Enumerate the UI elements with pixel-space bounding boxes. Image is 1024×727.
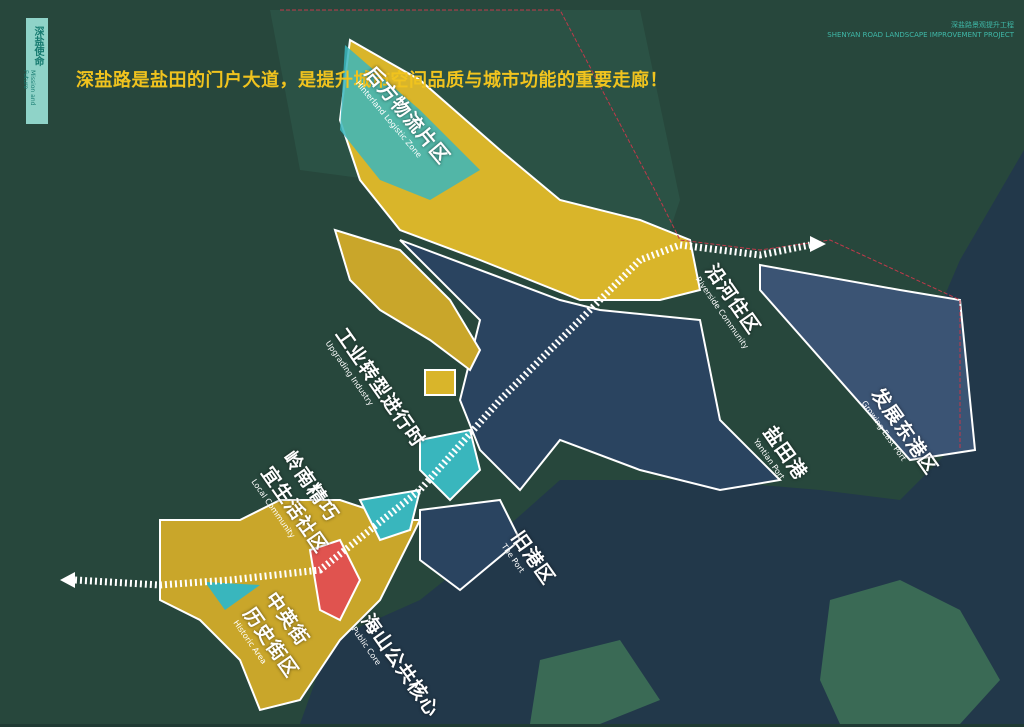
arrow-east-icon xyxy=(810,236,826,252)
zone-teal-node xyxy=(419,428,482,502)
section-tab-title: 深盐使命 xyxy=(32,26,43,66)
headline: 深盐路是盐田的门户大道，是提升城市空间品质与城市功能的重要走廊！ xyxy=(76,70,668,91)
industry-building xyxy=(424,369,456,396)
section-tab: 深盐使命 Mission and Future xyxy=(22,18,48,124)
sea-area xyxy=(300,150,1024,724)
zone-hinterland-logistic[interactable] xyxy=(338,38,702,301)
island xyxy=(530,580,1000,724)
zone-local-community[interactable] xyxy=(159,499,422,712)
project-title-en: SHENYAN ROAD LANDSCAPE IMPROVEMENT PROJE… xyxy=(827,31,1014,39)
zone-old-port[interactable] xyxy=(419,498,522,592)
zone-teal-triangle xyxy=(205,582,260,610)
section-tab-subtitle: Mission and Future xyxy=(22,70,36,106)
project-title-zh: 深盐路景观提升工程 xyxy=(951,21,1014,29)
zone-upgrading-industry[interactable] xyxy=(333,228,482,372)
project-boundary xyxy=(280,9,961,450)
project-title: 深盐路景观提升工程 SHENYAN ROAD LANDSCAPE IMPROVE… xyxy=(827,20,1014,40)
corridor-west xyxy=(74,576,161,589)
zone-public-core[interactable] xyxy=(308,538,362,622)
zone-logistic-teal xyxy=(340,45,480,200)
arrow-west-icon xyxy=(60,572,75,588)
zone-growing-east-port[interactable] xyxy=(759,263,977,462)
shenyan-road-corridor xyxy=(159,241,811,589)
zone-yantian-port[interactable] xyxy=(399,239,783,492)
